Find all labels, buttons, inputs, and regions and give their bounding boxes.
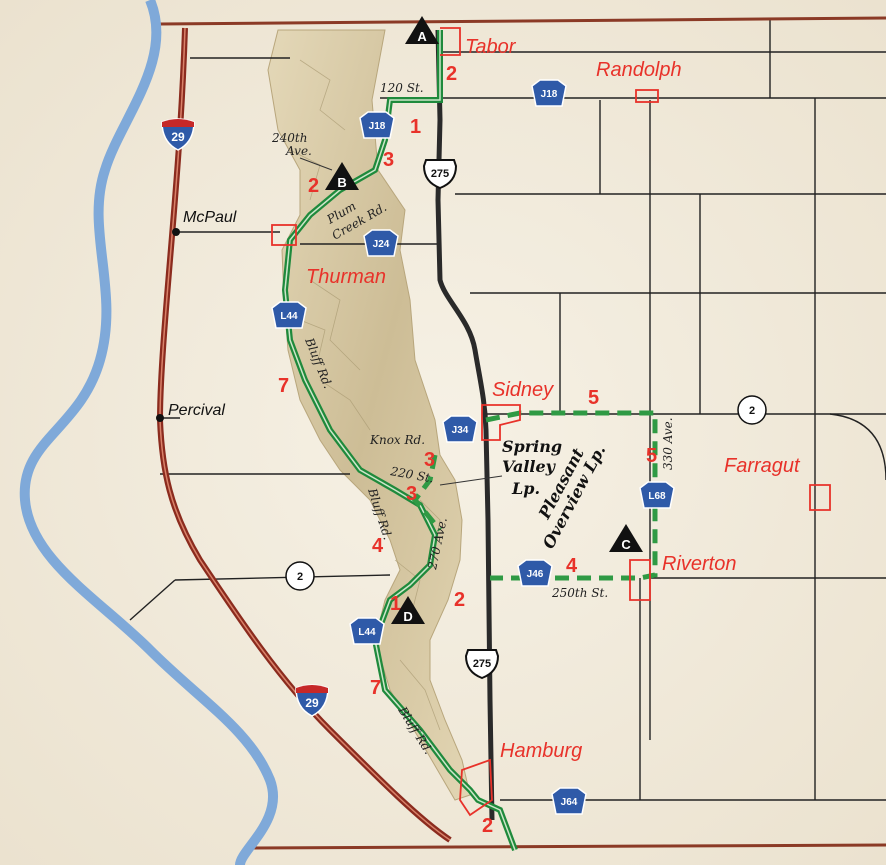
segment-number: 5 bbox=[646, 445, 657, 467]
segment-number: 7 bbox=[278, 375, 289, 397]
route-label: 2 bbox=[297, 571, 303, 583]
shield-j18-north[interactable]: J18 bbox=[531, 79, 567, 107]
route-label: 29 bbox=[171, 130, 185, 144]
site-marker-a[interactable]: A bbox=[405, 16, 439, 44]
county-line-top bbox=[159, 16, 886, 26]
shield-j24[interactable]: J24 bbox=[363, 229, 399, 257]
road-label-330-ave: 330 Ave. bbox=[661, 417, 675, 470]
site-label: C bbox=[621, 537, 631, 552]
loop-label-spring: Spring bbox=[502, 437, 562, 456]
mcpaul-dot bbox=[172, 228, 180, 236]
segment-number: 2 bbox=[454, 589, 465, 611]
site-label: B bbox=[337, 175, 346, 190]
shield-l68[interactable]: L68 bbox=[639, 481, 675, 509]
segment-number: 3 bbox=[424, 449, 435, 471]
town-label-sidney: Sidney bbox=[492, 379, 554, 401]
shield-label: L44 bbox=[280, 311, 298, 322]
shield-label: L68 bbox=[648, 491, 666, 502]
road-label-240th: 240th bbox=[271, 131, 307, 145]
road-label-knox-rd: Knox Rd. bbox=[369, 433, 425, 447]
shield-label: L44 bbox=[358, 627, 376, 638]
us-275-road bbox=[435, 29, 495, 821]
iowa-2-shield-west[interactable]: 2 bbox=[285, 561, 315, 591]
town-label-farragut: Farragut bbox=[724, 455, 801, 477]
town-outlines bbox=[271, 27, 831, 817]
shield-l44-north[interactable]: L44 bbox=[271, 301, 307, 329]
us-275-shield-north[interactable]: 275 bbox=[422, 159, 458, 190]
interstate-29-shield-south[interactable]: 29 bbox=[295, 684, 329, 717]
town-label-riverton: Riverton bbox=[662, 553, 736, 575]
shield-j34[interactable]: J34 bbox=[442, 415, 478, 443]
segment-number: 2 bbox=[482, 815, 493, 837]
route-label: 29 bbox=[305, 696, 319, 710]
town-label-tabor: Tabor bbox=[465, 36, 517, 58]
segment-number: 4 bbox=[372, 535, 384, 557]
percival-dot bbox=[156, 414, 164, 422]
site-label: D bbox=[403, 609, 412, 624]
shield-label: J64 bbox=[561, 797, 578, 808]
route-label: 275 bbox=[431, 168, 449, 180]
route-label: 275 bbox=[473, 658, 491, 670]
us-275-shield-south[interactable]: 275 bbox=[464, 649, 500, 680]
county-line-bottom bbox=[249, 843, 886, 850]
shield-label: J18 bbox=[369, 121, 386, 132]
iowa-2-shield-east[interactable]: 2 bbox=[737, 395, 767, 425]
spring-valley-pointer bbox=[439, 475, 503, 486]
town-label-hamburg: Hamburg bbox=[500, 740, 582, 762]
loop-label-lp: Lp. bbox=[511, 479, 540, 498]
site-marker-c[interactable]: C bbox=[609, 524, 643, 552]
site-marker-d[interactable]: D bbox=[391, 596, 425, 624]
segment-number: 2 bbox=[446, 63, 457, 85]
segment-number: 5 bbox=[588, 387, 599, 409]
town-label-thurman: Thurman bbox=[306, 266, 386, 288]
segment-number: 3 bbox=[406, 483, 417, 505]
segment-number: 4 bbox=[566, 555, 578, 577]
shield-j18-south[interactable]: J18 bbox=[359, 111, 395, 139]
town-label-mcpaul: McPaul bbox=[183, 209, 237, 226]
segment-number: 7 bbox=[370, 677, 381, 699]
segment-number: 3 bbox=[383, 149, 394, 171]
route-label: 2 bbox=[749, 405, 755, 417]
road-label-250th-st: 250th St. bbox=[551, 586, 608, 600]
road-label-ave: Ave. bbox=[285, 144, 312, 158]
240th-ave-pointer bbox=[299, 157, 333, 171]
segment-number: 1 bbox=[390, 593, 401, 615]
interstate-29-shield-north[interactable]: 29 bbox=[161, 118, 195, 151]
town-label-randolph: Randolph bbox=[596, 59, 682, 81]
shield-j46[interactable]: J46 bbox=[517, 559, 553, 587]
road-label-120-st: 120 St. bbox=[380, 81, 424, 95]
site-marker-b[interactable]: B bbox=[325, 162, 359, 190]
shield-label: J34 bbox=[452, 425, 469, 436]
loop-label-valley: Valley bbox=[502, 457, 557, 476]
shield-j64[interactable]: J64 bbox=[551, 787, 587, 815]
shield-label: J24 bbox=[373, 239, 390, 250]
town-label-percival: Percival bbox=[168, 402, 225, 419]
segment-number: 2 bbox=[308, 175, 319, 197]
site-label: A bbox=[417, 29, 427, 44]
shield-l44-south[interactable]: L44 bbox=[349, 617, 385, 645]
segment-number: 1 bbox=[410, 116, 421, 138]
missouri-river bbox=[19, 0, 278, 865]
shield-label: J46 bbox=[527, 569, 544, 580]
shield-label: J18 bbox=[541, 89, 558, 100]
